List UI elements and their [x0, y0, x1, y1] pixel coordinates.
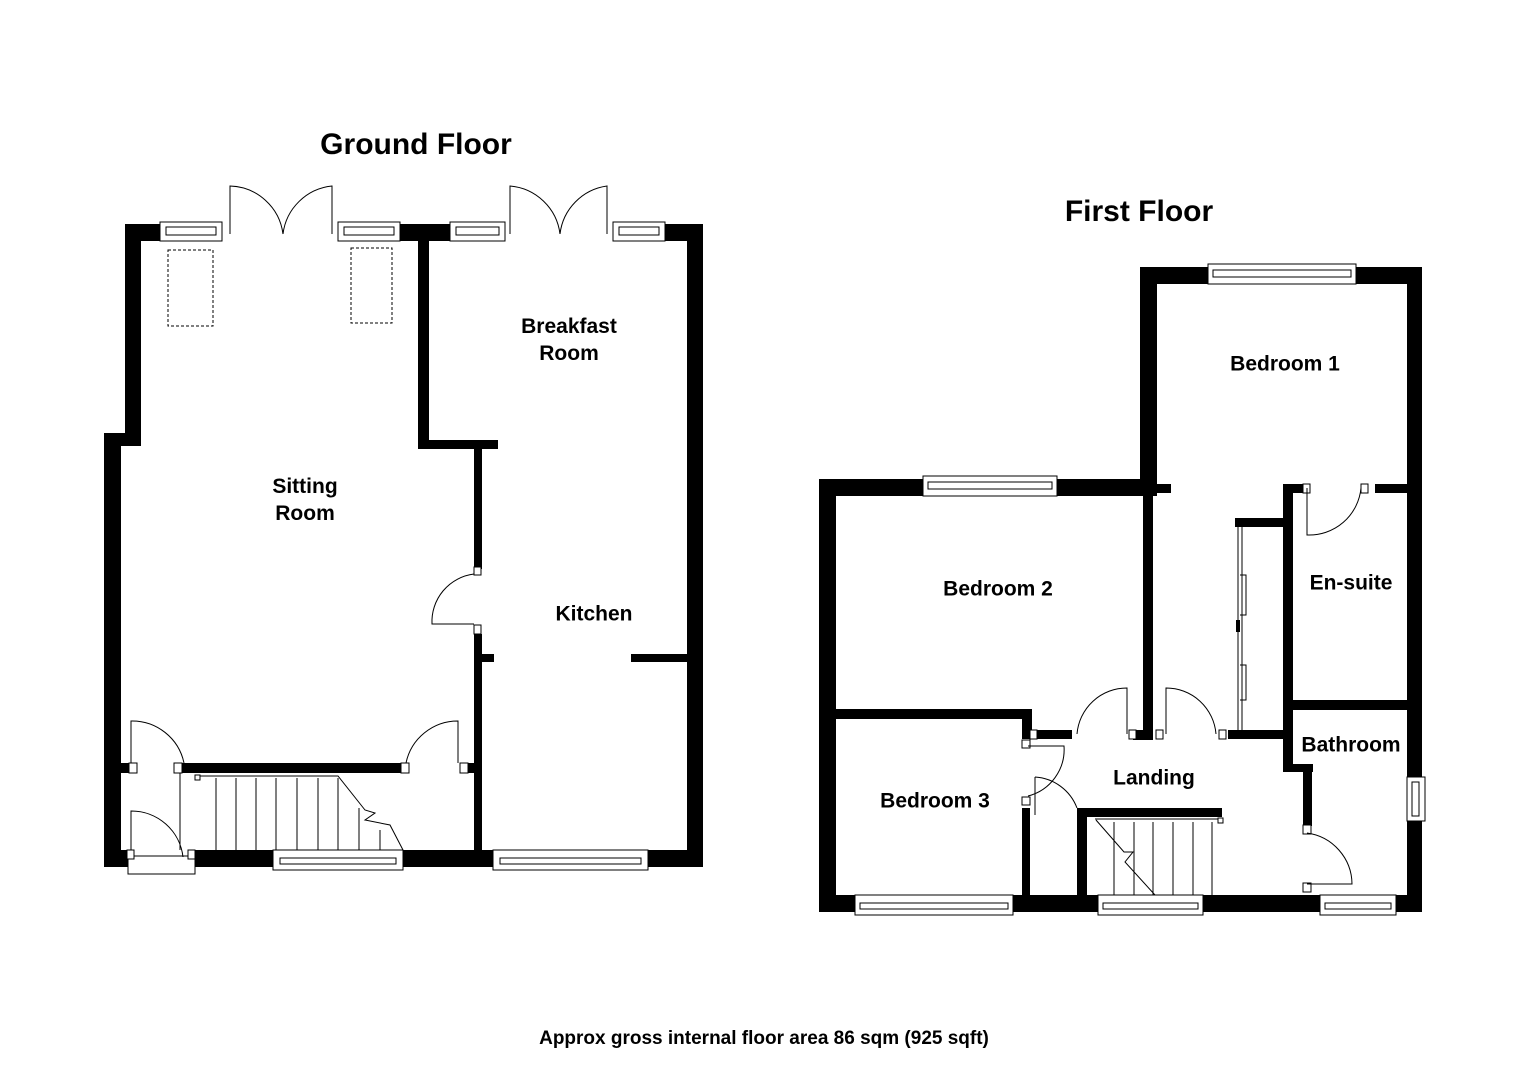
first-floor-plan: [819, 263, 1426, 916]
room-label-sitting-room: Sitting Room: [272, 475, 338, 525]
room-label-bedroom-1: Bedroom 1: [1230, 352, 1340, 376]
ground-floor-doors: [126, 185, 608, 860]
room-label-kitchen: Kitchen: [555, 602, 633, 626]
wardrobe: [1236, 527, 1247, 730]
room-label-bathroom: Bathroom: [1301, 733, 1401, 757]
first-floor-doors: [1021, 483, 1369, 893]
ground-floor-title: Ground Floor: [320, 128, 512, 161]
ground-floor-walls: [104, 224, 703, 867]
skylight-left: [167, 249, 214, 327]
room-label-bedroom-3: Bedroom 3: [880, 789, 990, 813]
skylight-right: [350, 247, 393, 324]
floor-area-note: Approx gross internal floor area 86 sqm …: [539, 1028, 989, 1049]
first-floor-walls: [819, 267, 1422, 912]
ground-floor-plan: [104, 185, 703, 875]
ground-floor-windows: [127, 221, 666, 875]
first-floor-title: First Floor: [1064, 195, 1214, 228]
first-floor-stairs: [1095, 817, 1224, 896]
first-floor-windows: [854, 263, 1426, 916]
room-label-landing: Landing: [1113, 766, 1195, 790]
room-label-breakfast-room: Breakfast Room: [521, 315, 617, 365]
room-label-en-suite: En-suite: [1309, 571, 1393, 595]
ground-floor-stairs: [179, 773, 404, 851]
room-label-bedroom-2: Bedroom 2: [943, 577, 1053, 601]
